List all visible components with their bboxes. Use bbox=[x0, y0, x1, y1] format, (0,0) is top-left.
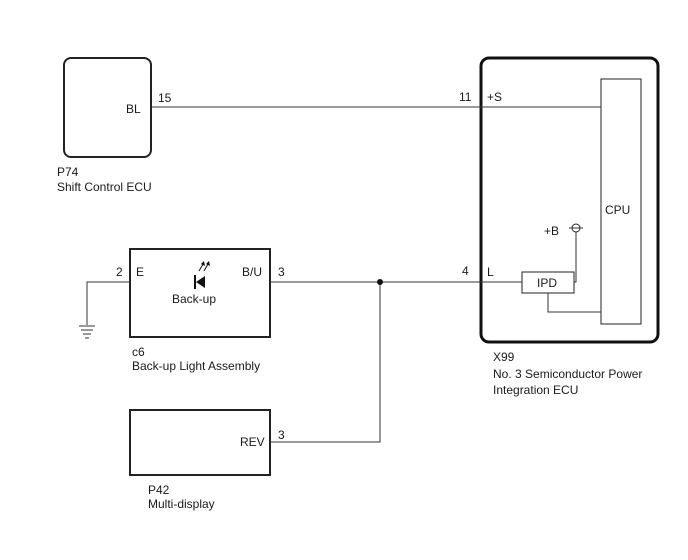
ground-icon bbox=[79, 325, 95, 339]
shift-control-ecu: BL 15 P74 Shift Control ECU bbox=[57, 57, 172, 194]
shift-ecu-pin-15: 15 bbox=[158, 91, 172, 105]
pin-4: 4 bbox=[462, 264, 469, 278]
wires bbox=[86, 106, 601, 443]
cpu-label: CPU bbox=[605, 203, 630, 217]
terminal-plus-s: +S bbox=[487, 90, 502, 104]
backup-light-box bbox=[129, 248, 271, 338]
backup-light-name: Back-up Light Assembly bbox=[132, 359, 260, 373]
pin-3-rev: 3 bbox=[278, 428, 285, 442]
splice-point bbox=[377, 279, 383, 285]
terminal-rev: REV bbox=[240, 435, 265, 449]
plus-b-label: +B bbox=[544, 224, 559, 238]
pin-11: 11 bbox=[459, 90, 472, 104]
multi-display-box bbox=[129, 409, 271, 476]
multi-display-name: Multi-display bbox=[148, 497, 215, 511]
terminal-l: L bbox=[487, 265, 494, 279]
terminal-bu: B/U bbox=[242, 265, 262, 279]
terminal-e: E bbox=[136, 265, 144, 279]
shift-ecu-name: Shift Control ECU bbox=[57, 180, 152, 194]
backup-light-code: c6 bbox=[132, 345, 145, 359]
multi-display: REV 3 P42 Multi-display bbox=[129, 409, 285, 511]
semiconductor-power-ecu: CPU IPD +S 11 L 4 +B X99 No. 3 Semicondu… bbox=[459, 56, 660, 397]
shift-ecu-code: P74 bbox=[57, 165, 79, 179]
pin-3-bu: 3 bbox=[278, 265, 285, 279]
wire-e-to-ground bbox=[86, 281, 130, 325]
backup-light-assembly: E 2 B/U 3 Back-up c6 Back-up Light Assem… bbox=[116, 248, 285, 373]
lamp-label: Back-up bbox=[172, 292, 216, 306]
cpu-block bbox=[600, 78, 642, 325]
wire-ipd-to-plus-b bbox=[574, 232, 577, 283]
wire-ipd-to-cpu bbox=[547, 293, 601, 313]
shift-ecu-terminal-bl: BL bbox=[126, 102, 141, 116]
semiconductor-ecu-code: X99 bbox=[493, 350, 515, 364]
semiconductor-ecu-name-2: Integration ECU bbox=[493, 383, 578, 397]
wire-splice-to-rev bbox=[270, 282, 381, 443]
ipd-label: IPD bbox=[537, 276, 557, 290]
pin-2: 2 bbox=[116, 265, 123, 279]
semiconductor-ecu-name-1: No. 3 Semiconductor Power bbox=[493, 367, 642, 381]
led-icon bbox=[194, 261, 210, 289]
multi-display-code: P42 bbox=[148, 483, 170, 497]
